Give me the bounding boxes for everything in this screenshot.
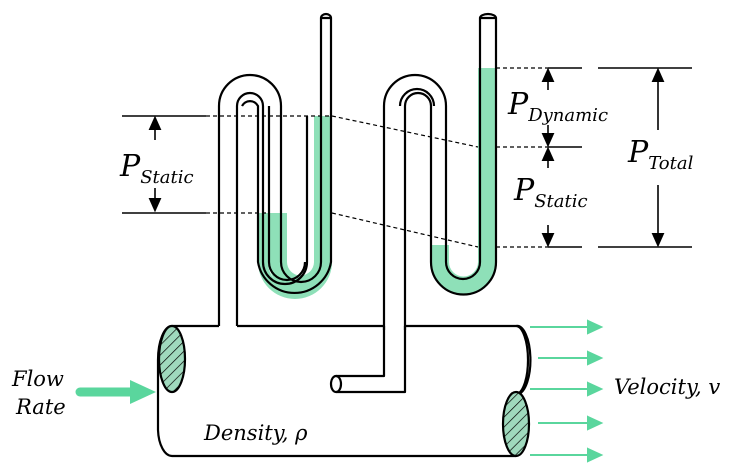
- right-manometer-inner-ring: [398, 87, 436, 107]
- rate-label: Rate: [15, 395, 66, 419]
- right-tube-top-cap: [478, 12, 498, 19]
- pitot-probe: [336, 326, 407, 394]
- pipe-inlet-hatched: [157, 324, 187, 394]
- flow-rate-arrow: [75, 380, 156, 404]
- left-manometer-inner-link: [267, 106, 307, 282]
- flow-label: Flow: [11, 367, 64, 391]
- dimension-lines: [122, 67, 692, 248]
- level-lines: [206, 67, 548, 248]
- velocity-arrows: [530, 319, 604, 463]
- pitot-probe-opening: [329, 374, 343, 394]
- labels: PStatic PDynamic PStatic PTotal Flow Rat…: [11, 87, 720, 445]
- main-pipe: [156, 324, 532, 458]
- p-static-left-label: PStatic: [119, 149, 194, 188]
- p-static-right-label: PStatic: [513, 173, 588, 212]
- density-label: Density, ρ: [203, 421, 308, 445]
- left-tube-top-cap: [319, 12, 333, 19]
- right-fluid-inner-left: [431, 245, 449, 263]
- tubes: [217, 12, 498, 394]
- left-manometer-outer: [217, 16, 333, 326]
- left-fluid-inner-right: [314, 116, 332, 263]
- pipe-outlet-hatched: [501, 390, 531, 458]
- left-fluid-inner-left: [269, 213, 287, 263]
- p-dynamic-label: PDynamic: [507, 87, 608, 126]
- velocity-label: Velocity, v: [614, 375, 720, 399]
- right-fluid-inner-right: [478, 68, 496, 263]
- left-manometer-inner: [235, 91, 309, 326]
- fluid-columns: [258, 68, 496, 299]
- pipe-body: [156, 324, 532, 458]
- p-total-label: PTotal: [627, 135, 694, 174]
